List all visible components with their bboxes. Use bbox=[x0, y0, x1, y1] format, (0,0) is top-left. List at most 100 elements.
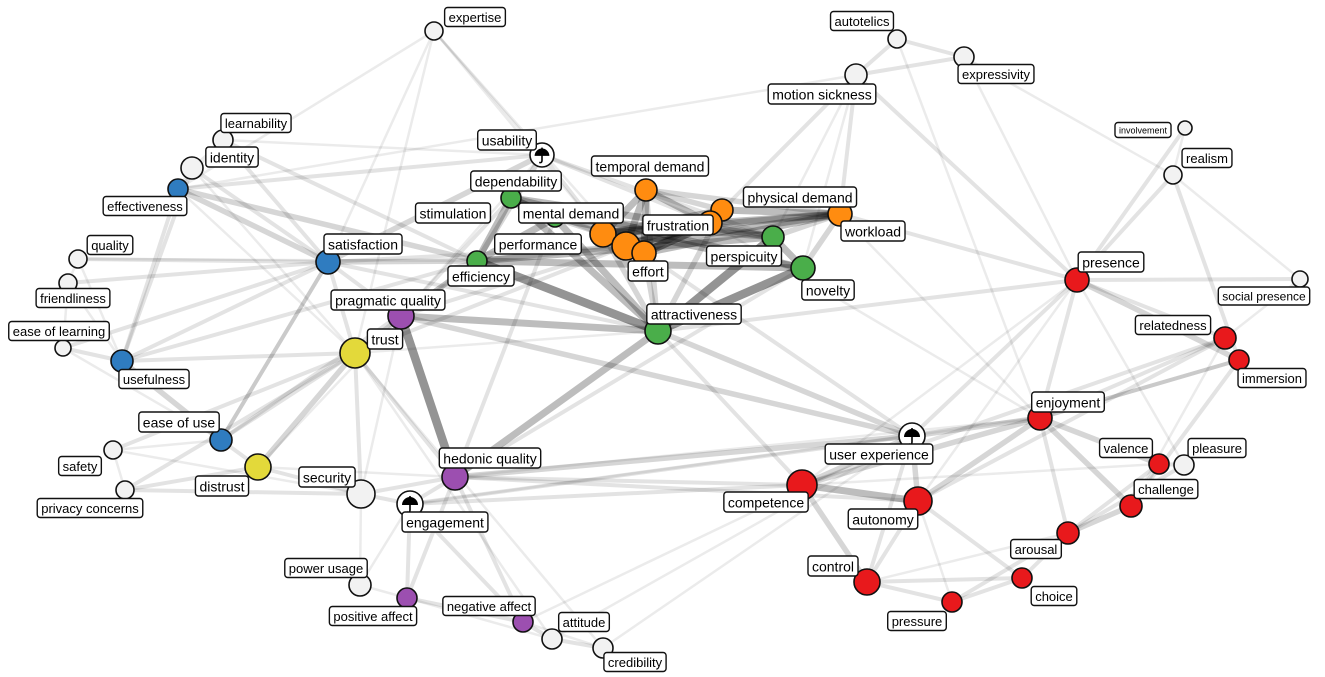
node-temporal-demand[interactable] bbox=[634, 178, 658, 202]
node-realism[interactable] bbox=[1163, 165, 1183, 185]
node-valence[interactable] bbox=[1148, 453, 1170, 475]
edge-hedonic-quality-user-experience bbox=[452, 433, 915, 480]
label-efficiency: efficiency bbox=[447, 265, 515, 287]
label-box-security bbox=[298, 466, 356, 488]
label-box-motion-sickness bbox=[767, 83, 877, 105]
edge-quality-usefulness bbox=[76, 257, 124, 363]
label-negative-affect: negative affect bbox=[442, 595, 536, 617]
node-label: hedonic quality bbox=[443, 451, 536, 467]
label-competence: competence bbox=[723, 491, 809, 513]
node-social-presence[interactable] bbox=[1291, 270, 1309, 288]
label-engagement: engagement bbox=[401, 511, 489, 533]
edge-safety-trust bbox=[111, 351, 357, 452]
node-label: efficiency bbox=[452, 269, 510, 285]
node-pleasure[interactable] bbox=[1173, 454, 1195, 476]
label-box-physical-demand bbox=[742, 186, 858, 208]
node-label: performance bbox=[499, 237, 578, 253]
edge-negative-affect-user-experience bbox=[521, 434, 914, 624]
label-box-power-usage bbox=[284, 557, 368, 579]
edge-control-pressure bbox=[865, 580, 954, 604]
edge-expressivity-autotelics bbox=[895, 37, 966, 59]
node-safety[interactable] bbox=[103, 440, 123, 460]
label-user-experience: user experience bbox=[824, 443, 934, 465]
label-positive-affect: positive affect bbox=[328, 605, 418, 627]
node-novelty[interactable] bbox=[790, 255, 816, 281]
node-ease-of-learning[interactable] bbox=[54, 339, 72, 357]
edge-effectiveness-usefulness bbox=[120, 187, 180, 363]
node-choice[interactable] bbox=[1011, 567, 1033, 589]
label-box-involvement bbox=[1114, 121, 1172, 139]
label-box-valence bbox=[1098, 437, 1154, 459]
node-presence[interactable] bbox=[1064, 267, 1090, 293]
node-label: effectiveness bbox=[107, 199, 183, 214]
label-box-attitude bbox=[557, 611, 611, 633]
label-box-safety bbox=[57, 455, 103, 477]
node-ease-of-use[interactable] bbox=[209, 428, 233, 452]
edge-ease-of-use-satisfaction bbox=[219, 260, 330, 442]
node-label: pleasure bbox=[1192, 441, 1242, 456]
edge-usability-effectiveness bbox=[176, 153, 544, 191]
edge-security-hedonic-quality bbox=[359, 475, 457, 496]
edge-ease-of-use-trust bbox=[219, 351, 357, 442]
node-perspicuity[interactable] bbox=[761, 225, 785, 249]
edge-effectiveness-efficiency bbox=[175, 186, 480, 264]
edge-competence-valence bbox=[800, 462, 1161, 487]
edge-attitude-user-experience bbox=[550, 434, 914, 641]
node-label: credibility bbox=[608, 655, 663, 670]
node-pressure[interactable] bbox=[941, 591, 963, 613]
node-expertise[interactable] bbox=[424, 21, 444, 41]
node-usefulness[interactable] bbox=[110, 349, 134, 373]
label-box-autotelics bbox=[829, 10, 895, 32]
edge-safety-ease-of-use bbox=[111, 438, 223, 452]
node-control[interactable] bbox=[853, 568, 881, 596]
label-box-realism bbox=[1181, 147, 1233, 169]
node-label: usefulness bbox=[123, 372, 186, 387]
node-label: pressure bbox=[892, 614, 943, 629]
edge-satisfaction-attractiveness bbox=[326, 260, 660, 333]
node-label: quality bbox=[91, 238, 129, 253]
edge-dependability-efficiency bbox=[473, 194, 515, 265]
edge-attractiveness-competence bbox=[656, 329, 804, 487]
label-immersion: immersion bbox=[1237, 367, 1307, 389]
node-challenge[interactable] bbox=[1119, 494, 1143, 518]
node-label: novelty bbox=[806, 283, 850, 299]
label-box-engagement bbox=[401, 511, 489, 533]
label-box-pleasure bbox=[1187, 437, 1247, 459]
node-motion-sickness[interactable] bbox=[844, 63, 868, 87]
node-immersion[interactable] bbox=[1228, 349, 1250, 371]
edge-privacy-concerns-distrust bbox=[123, 465, 260, 492]
node-relatedness[interactable] bbox=[1213, 326, 1237, 350]
label-box-usefulness bbox=[118, 368, 190, 390]
node-autotelics[interactable] bbox=[887, 29, 907, 49]
node-quality[interactable] bbox=[68, 249, 88, 269]
label-attitude: attitude bbox=[557, 611, 611, 633]
edge-trust-security bbox=[353, 351, 363, 496]
edge-positive-affect-hedonic-quality bbox=[405, 475, 457, 600]
node-identity[interactable] bbox=[180, 156, 204, 180]
node-privacy-concerns[interactable] bbox=[115, 480, 135, 500]
edge-usefulness-efficiency bbox=[120, 259, 479, 363]
label-physical-demand: physical demand bbox=[742, 186, 858, 208]
node-trust[interactable] bbox=[339, 337, 371, 369]
node-involvement[interactable] bbox=[1177, 120, 1193, 136]
label-box-learnability bbox=[220, 112, 292, 134]
node-distrust[interactable] bbox=[244, 453, 272, 481]
edge-quality-satisfaction bbox=[76, 257, 330, 264]
node-label: valence bbox=[1104, 441, 1149, 456]
node-attitude[interactable] bbox=[541, 628, 563, 650]
node-label: attitude bbox=[563, 615, 606, 630]
label-box-ease-of-learning bbox=[8, 320, 110, 342]
node-label: temporal demand bbox=[596, 159, 705, 175]
node-label: choice bbox=[1035, 589, 1073, 604]
node-positive-affect[interactable] bbox=[396, 587, 418, 609]
node-label: trust bbox=[371, 332, 398, 348]
label-pleasure: pleasure bbox=[1187, 437, 1247, 459]
node-label: satisfaction bbox=[328, 237, 398, 253]
node-arousal[interactable] bbox=[1056, 521, 1080, 545]
node-label: mental demand bbox=[523, 206, 620, 222]
label-box-pressure bbox=[887, 610, 947, 632]
label-box-relatedness bbox=[1134, 314, 1212, 336]
label-box-efficiency bbox=[447, 265, 515, 287]
node-label: immersion bbox=[1242, 371, 1302, 386]
